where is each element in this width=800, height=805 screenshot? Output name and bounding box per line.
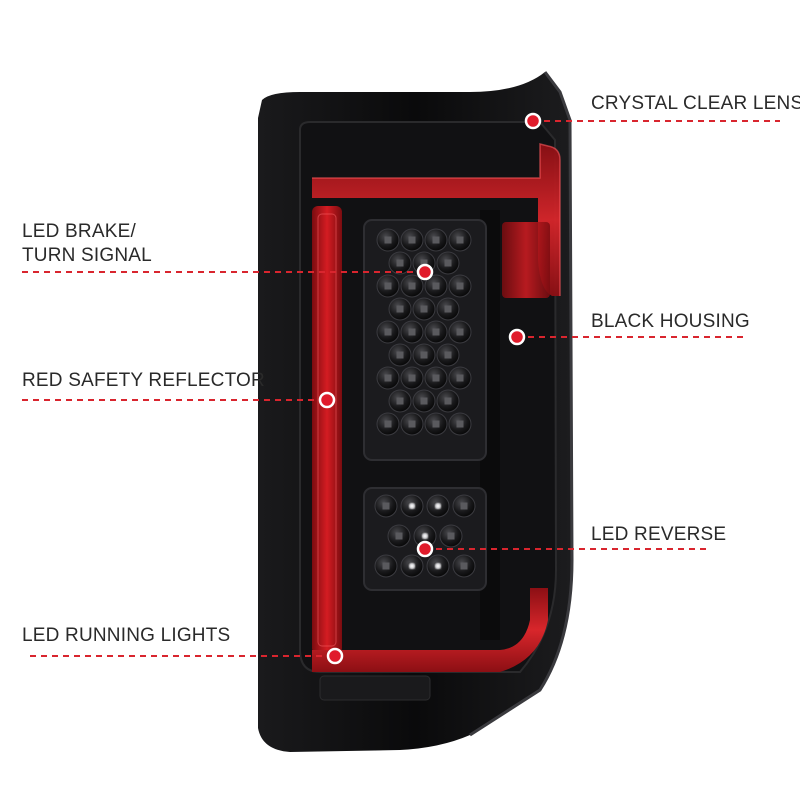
dot-led-brake	[416, 263, 434, 281]
dot-red-safety-reflector	[318, 391, 336, 409]
led-chip	[456, 374, 464, 382]
led-chip	[432, 282, 440, 290]
label-crystal-clear-lens-text: CRYSTAL CLEAR LENS	[591, 93, 800, 114]
label-crystal-clear-lens: CRYSTAL CLEAR LENS	[591, 92, 800, 116]
led-chip	[408, 236, 416, 244]
led-chip	[460, 502, 468, 510]
dot-crystal-clear-lens	[524, 112, 542, 130]
housing-bottom-tab	[319, 675, 431, 701]
led-chip	[408, 502, 416, 510]
led-chip	[408, 562, 416, 570]
led-chip	[384, 328, 392, 336]
led-chip	[444, 259, 452, 267]
led-chip	[420, 397, 428, 405]
led-chip	[382, 502, 390, 510]
label-led-running-lights-text: LED RUNNING LIGHTS	[22, 625, 231, 646]
led-chip	[434, 562, 442, 570]
led-chip	[432, 236, 440, 244]
label-led-running-lights: LED RUNNING LIGHTS	[22, 624, 230, 648]
led-chip	[384, 282, 392, 290]
led-chip	[456, 420, 464, 428]
led-chip	[408, 374, 416, 382]
callout-dots	[318, 112, 542, 665]
led-chip	[420, 305, 428, 313]
led-chip	[456, 236, 464, 244]
label-led-reverse-text: LED REVERSE	[591, 524, 727, 545]
led-chip	[444, 397, 452, 405]
led-chip	[447, 532, 455, 540]
led-chip	[432, 420, 440, 428]
label-black-housing-text: BLACK HOUSING	[591, 311, 750, 332]
led-chip	[421, 532, 429, 540]
led-chip	[408, 328, 416, 336]
led-chip	[444, 351, 452, 359]
led-chip	[444, 305, 452, 313]
top-red-light-bar	[312, 144, 560, 296]
led-chip	[434, 502, 442, 510]
led-chip	[384, 236, 392, 244]
label-led-brake-line2: TURN SIGNAL	[22, 245, 152, 266]
led-brake-cluster	[376, 228, 472, 436]
led-chip	[420, 259, 428, 267]
led-chip	[396, 259, 404, 267]
dot-led-reverse	[416, 540, 434, 558]
led-chip	[384, 374, 392, 382]
red-safety-reflector	[312, 206, 342, 654]
red-upper-lens	[502, 222, 550, 298]
label-black-housing: BLACK HOUSING	[591, 310, 750, 334]
led-chip	[460, 562, 468, 570]
label-led-brake-turn-signal: LED BRAKE/ TURN SIGNAL	[22, 220, 152, 268]
led-chip	[395, 532, 403, 540]
label-red-safety-reflector-text: RED SAFETY REFLECTOR	[22, 370, 265, 391]
led-chip	[382, 562, 390, 570]
label-led-reverse: LED REVERSE	[591, 523, 726, 547]
led-chip	[456, 282, 464, 290]
dot-led-running-lights	[326, 647, 344, 665]
led-chip	[432, 328, 440, 336]
dot-black-housing	[508, 328, 526, 346]
callout-lines	[22, 120, 780, 657]
led-chip	[456, 328, 464, 336]
led-chip	[408, 282, 416, 290]
led-chip	[384, 420, 392, 428]
bottom-red-light-bar	[312, 588, 548, 672]
label-red-safety-reflector: RED SAFETY REFLECTOR	[22, 369, 265, 393]
led-chip	[396, 305, 404, 313]
led-chip	[420, 351, 428, 359]
led-chip	[408, 420, 416, 428]
label-led-brake-line1: LED BRAKE/	[22, 221, 136, 242]
led-chip	[432, 374, 440, 382]
led-chip	[396, 351, 404, 359]
led-chip	[396, 397, 404, 405]
led-reverse-cluster	[374, 494, 476, 578]
